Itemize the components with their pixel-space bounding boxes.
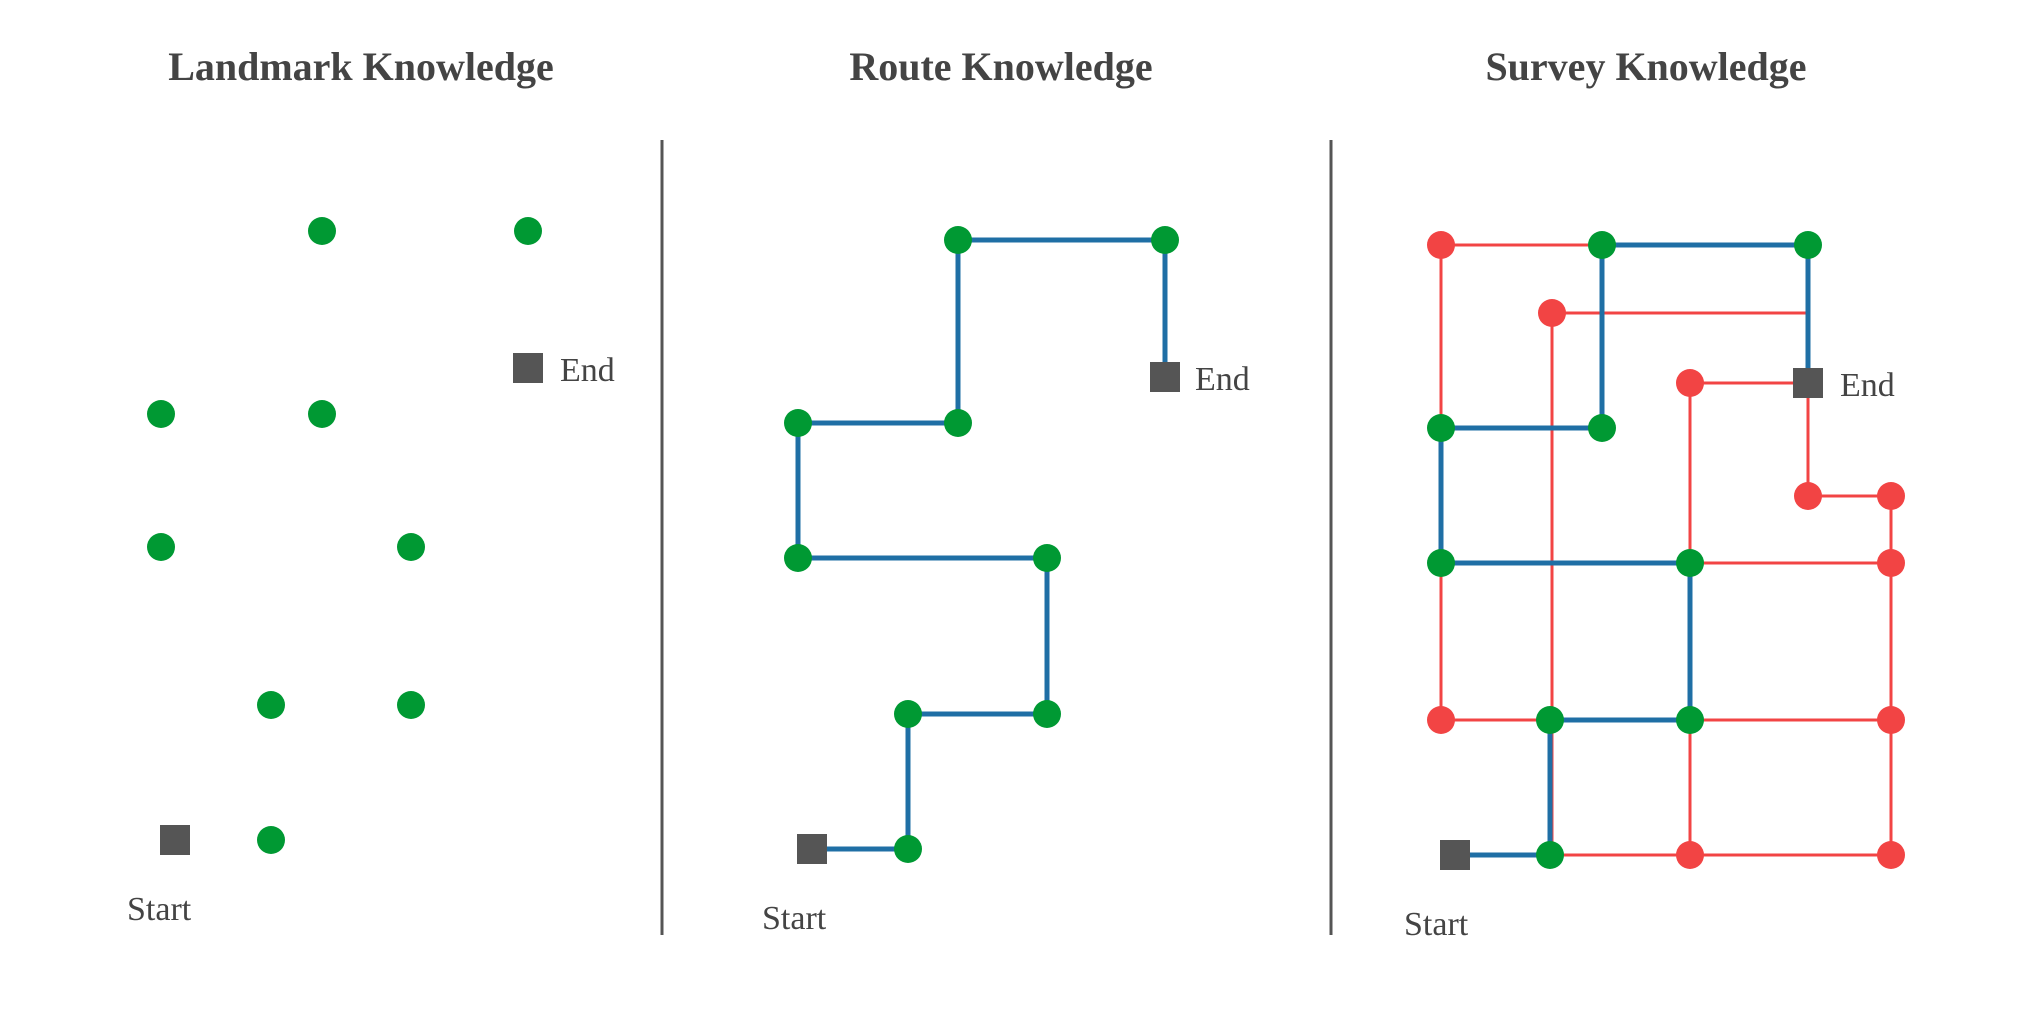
landmark-node — [1033, 544, 1061, 572]
landmark-nodes — [147, 217, 542, 854]
panel-survey: Survey Knowledge Start End — [1404, 44, 1905, 943]
landmark-node — [1427, 549, 1455, 577]
landmark-node — [1676, 706, 1704, 734]
landmark-node — [1794, 231, 1822, 259]
landmark-node — [1151, 226, 1179, 254]
end-marker — [1793, 368, 1823, 398]
end-label: End — [1195, 361, 1250, 398]
landmark-node — [257, 691, 285, 719]
landmark-node — [1427, 414, 1455, 442]
end-marker — [513, 353, 543, 383]
survey-landmark-node — [1427, 231, 1455, 259]
survey-landmark-node — [1676, 369, 1704, 397]
route-path — [795, 237, 1168, 852]
survey-landmark-node — [1877, 841, 1905, 869]
end-label: End — [1840, 367, 1895, 404]
route-path — [1438, 242, 1811, 858]
panel-landmark: Landmark Knowledge Start End — [127, 44, 615, 928]
landmark-nodes — [1427, 231, 1905, 869]
route-line — [1438, 242, 1811, 858]
survey-landmark-node — [1794, 482, 1822, 510]
route-line — [795, 237, 1168, 852]
landmark-node — [784, 544, 812, 572]
survey-landmark-node — [1877, 549, 1905, 577]
landmark-node — [1536, 706, 1564, 734]
start-label: Start — [1404, 906, 1469, 943]
landmark-node — [257, 826, 285, 854]
landmark-nodes — [784, 226, 1179, 863]
survey-landmark-node — [1676, 841, 1704, 869]
landmark-node — [1536, 841, 1564, 869]
panel-title-landmark: Landmark Knowledge — [168, 44, 554, 89]
landmark-node — [944, 226, 972, 254]
landmark-node — [784, 409, 812, 437]
landmark-node — [308, 217, 336, 245]
survey-landmark-node — [1877, 482, 1905, 510]
landmark-node — [1588, 231, 1616, 259]
landmark-node — [944, 409, 972, 437]
start-marker — [797, 834, 827, 864]
survey-links — [1439, 243, 1893, 857]
start-label: Start — [762, 900, 827, 937]
landmark-node — [514, 217, 542, 245]
landmark-node — [147, 400, 175, 428]
landmark-node — [147, 533, 175, 561]
survey-landmark-node — [1538, 299, 1566, 327]
end-marker — [1150, 362, 1180, 392]
landmark-node — [1588, 414, 1616, 442]
start-marker — [1440, 840, 1470, 870]
panel-title-route: Route Knowledge — [849, 44, 1152, 89]
landmark-node — [1676, 549, 1704, 577]
start-marker — [160, 825, 190, 855]
end-label: End — [560, 352, 615, 389]
landmark-node — [1033, 700, 1061, 728]
panel-title-survey: Survey Knowledge — [1485, 44, 1806, 89]
panel-route: Route Knowledge Start End — [762, 44, 1250, 937]
landmark-node — [894, 835, 922, 863]
landmark-node — [894, 700, 922, 728]
landmark-node — [308, 400, 336, 428]
survey-landmark-node — [1877, 706, 1905, 734]
landmark-node — [397, 533, 425, 561]
landmark-node — [397, 691, 425, 719]
start-label: Start — [127, 891, 192, 928]
survey-landmark-node — [1427, 706, 1455, 734]
